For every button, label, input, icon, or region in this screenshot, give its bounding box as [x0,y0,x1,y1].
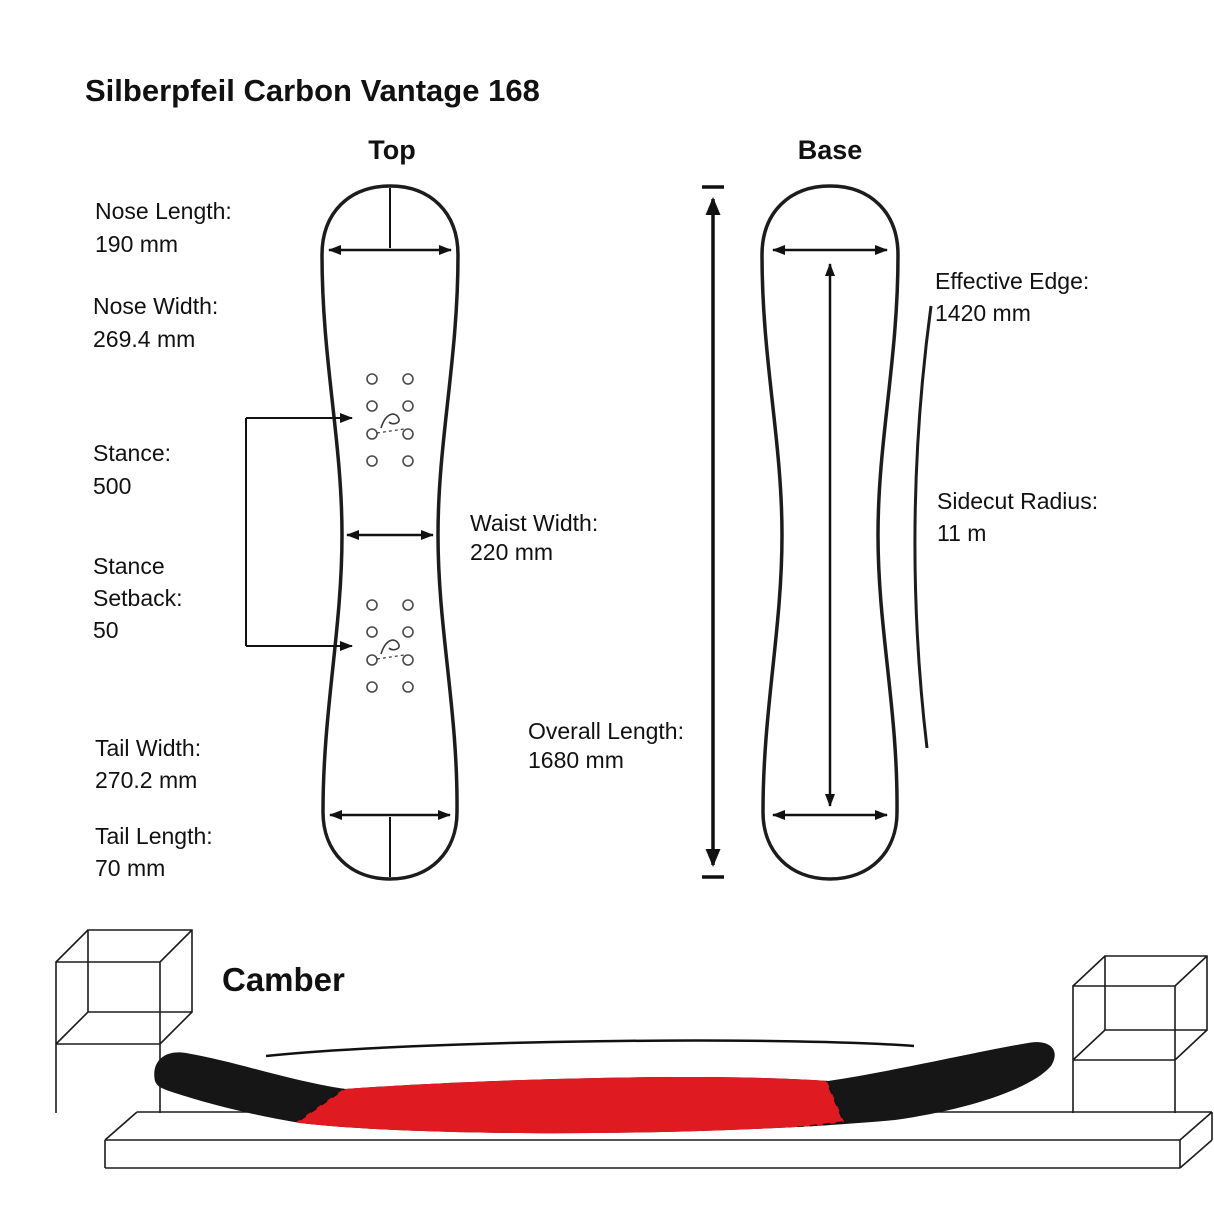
sidecut-radius-value: 11 m [937,520,986,546]
base-view-heading: Base [798,135,863,165]
insert-hole [402,373,414,385]
insert-hole [366,654,378,666]
front-insert-group [366,373,414,467]
top-board-outline [320,184,460,881]
tail-width-value: 270.2 mm [95,767,197,793]
left-jig-wireframe [55,929,193,1113]
camber-reference-line [265,1039,915,1058]
nose-length-label: Nose Length: [95,198,232,224]
right-jig-wireframe [1072,955,1208,1113]
camber-profile-section: Camber [55,929,1213,1169]
overall-length-value: 1680 mm [528,747,624,773]
stance-value: 500 [93,473,131,499]
brand-logo-dash-icon [376,428,405,434]
top-view: Top [93,135,598,881]
insert-hole [402,400,414,412]
insert-hole [366,373,378,385]
insert-hole [366,428,378,440]
tail-length-label: Tail Length: [95,823,213,849]
stance-setback-label-line1: Stance [93,553,165,579]
tail-length-value: 70 mm [95,855,165,881]
waist-width-label: Waist Width: [470,510,598,536]
stance-bracket [245,413,353,651]
waist-width-value: 220 mm [470,539,553,565]
stance-label: Stance: [93,440,171,466]
insert-hole [402,654,414,666]
tail-width-label: Tail Width: [95,735,201,761]
page-title: Silberpfeil Carbon Vantage 168 [85,73,540,108]
insert-hole [402,428,414,440]
insert-hole [366,455,378,467]
insert-hole [402,599,414,611]
nose-width-value: 269.4 mm [93,326,195,352]
brand-logo-icon [380,413,400,429]
camber-heading: Camber [222,961,345,998]
effective-edge-label: Effective Edge: [935,268,1089,294]
insert-hole [366,681,378,693]
nose-width-label: Nose Width: [93,293,218,319]
brand-logo-dash-icon [376,654,405,660]
insert-hole [402,681,414,693]
insert-hole [366,599,378,611]
board-red-core [264,1073,846,1134]
base-view: Base Effective Edge: 1420 mm Sidecut Rad… [528,135,1098,881]
top-view-heading: Top [368,135,415,165]
insert-hole [402,455,414,467]
stance-setback-value: 50 [93,617,119,643]
overall-length-label: Overall Length: [528,718,684,744]
rear-insert-group [366,599,414,693]
insert-hole [402,626,414,638]
nose-length-value: 190 mm [95,231,178,257]
sidecut-radius-label: Sidecut Radius: [937,488,1098,514]
brand-logo-icon [380,639,400,655]
effective-edge-value: 1420 mm [935,300,1031,326]
insert-hole [366,626,378,638]
effective-edge-curve [913,305,933,749]
stance-setback-label-line2: Setback: [93,585,183,611]
insert-hole [366,400,378,412]
overall-length-dimension [702,185,724,879]
